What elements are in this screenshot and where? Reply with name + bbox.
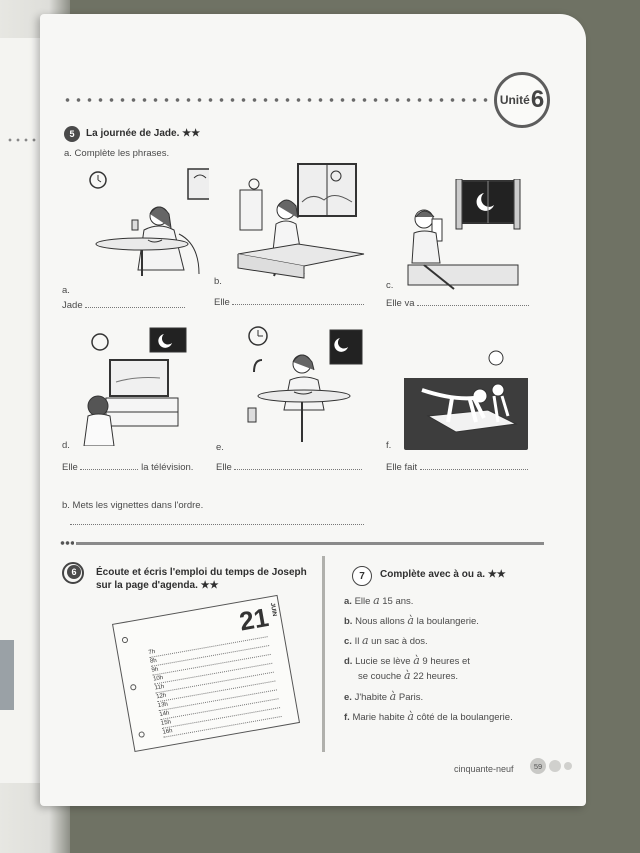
previous-page-dots [6,138,36,142]
exercise-7-title: Complète avec à ou a. ★★ [380,569,506,580]
ex7-rest-d2: 22 heures. [413,671,459,682]
item-a-letter: a. [62,285,70,296]
answer-blank-a[interactable] [85,307,186,308]
ex7-text-c: Il [354,636,360,647]
ex7-line-c: c. Il a un sac à dos. [344,634,428,647]
item-e-letter: e. [216,442,224,453]
ex7-answer-e[interactable]: à [389,690,397,703]
ex7-text-e: J'habite [354,692,388,703]
item-e-start: Elle [216,462,232,473]
answer-row-b: Elle [214,297,365,308]
ex7-letter-f: f. [344,712,350,723]
unit-number: 6 [530,86,545,113]
ex7-text-d2: se couche [358,671,402,682]
item-a-start: Jade [62,300,83,311]
answer-blank-e[interactable] [234,469,363,470]
agenda-hole [121,636,129,644]
item-b-start: Elle [214,297,230,308]
ex7-line-d: d. Lucie se lève à 9 heures et [344,654,470,667]
section-separator [76,542,544,545]
answer-blank-d[interactable] [80,469,139,470]
illustration-getting-dressed [237,163,365,279]
exercise-7-number: 7 [352,566,372,586]
item-c-start: Elle va [386,298,415,309]
item-d-start: Elle [62,462,78,473]
ex7-answer-d2[interactable]: à [403,669,411,682]
ex7-text-b: Nous allons [355,616,405,627]
ex7-answer-f[interactable]: à [407,710,414,723]
ex7-line-e: e. J'habite à Paris. [344,690,423,703]
ex7-letter-d: d. [344,656,353,667]
unit-dotted-rule [62,98,494,102]
unit-badge: Unité 6 [494,72,550,128]
ex7-text-f: Marie habite [352,712,405,723]
ex7-answer-a[interactable]: a [373,594,380,607]
page-number-words: cinquante-neuf [454,764,514,774]
answer-row-a: Jade [62,300,186,311]
item-b-letter: b. [214,276,222,287]
answer-row-e: Elle [216,462,363,473]
item-d-end: la télévision. [141,462,194,473]
ex7-line-a: a. Elle a 15 ans. [344,594,413,607]
ex7-rest-e: Paris. [398,692,424,703]
exercise-6-title-line2: sur la page d'agenda. ★★ [96,580,219,591]
illustration-dinner [247,326,363,442]
item-f-letter: f. [386,440,392,451]
answer-row-c: Elle va [386,298,530,309]
answer-blank-b[interactable] [232,304,365,305]
ex7-letter-a: a. [344,596,352,607]
agenda-hole [129,683,137,691]
ex7-answer-c[interactable]: a [361,634,369,647]
ex7-line-d2: se couche à 22 heures. [358,669,458,682]
illustration-watching-tv [83,327,187,446]
ex7-rest-d1: 9 heures et [422,656,470,667]
answer-row-f: Elle fait [386,462,528,473]
exercise-5-number: 5 [64,126,80,142]
column-separator [322,556,325,752]
answer-blank-c[interactable] [417,305,530,306]
ex7-rest-b: la boulangerie. [416,616,479,627]
exercise-6-title-line1: Écoute et écris l'emploi du temps de Jos… [96,567,307,578]
answer-row-d: Elle la télévision. [62,462,193,473]
illustration-breakfast [89,168,209,276]
footer-dot [549,760,561,772]
ex7-text-a: Elle [354,596,371,607]
ex7-line-f: f. Marie habite à côté de la boulangerie… [344,710,513,723]
illustration-gymnastics [404,350,528,450]
agenda-page: 21 JUIN 7h 8h 9h 10h 11h 12h 13h 14h 15h… [112,594,301,753]
ex7-line-b: b. Nous allons à la boulangerie. [344,614,479,627]
exercise-5b-instruction: b. Mets les vignettes dans l'ordre. [62,500,204,511]
ex7-letter-b: b. [344,616,353,627]
exercise-5-title: La journée de Jade. ★★ [86,128,201,139]
exercise-6-number: 6 [67,565,81,579]
audio-icon[interactable] [62,562,84,584]
order-answer-line[interactable] [70,524,364,525]
ex7-text-d: Lucie se lève [355,656,411,667]
item-f-start: Elle fait [386,462,418,473]
unit-label: Unité [499,93,530,107]
agenda-hole [138,731,146,739]
ex7-rest-c: un sac à dos. [371,636,428,647]
ex7-answer-b[interactable]: à [407,614,414,627]
workbook-page: Unité 6 5 La journée de Jade. ★★ a. Comp… [40,14,586,806]
ex7-answer-d1[interactable]: à [413,654,420,667]
illustration-going-to-bed [407,179,521,290]
item-d-letter: d. [62,440,70,451]
exercise-5a-instruction: a. Complète les phrases. [64,148,170,159]
agenda-month: JUIN [268,602,278,617]
item-c-letter: c. [386,280,394,291]
ex7-rest-f: côté de la boulangerie. [416,712,513,723]
page-number: 59 [530,758,546,774]
previous-page-photo [0,640,14,710]
ex7-rest-a: 15 ans. [382,596,414,607]
answer-blank-f[interactable] [419,469,528,470]
ex7-letter-c: c. [344,636,352,647]
footer-dot [564,762,572,770]
separator-dots [60,540,74,546]
ex7-letter-e: e. [344,692,352,703]
